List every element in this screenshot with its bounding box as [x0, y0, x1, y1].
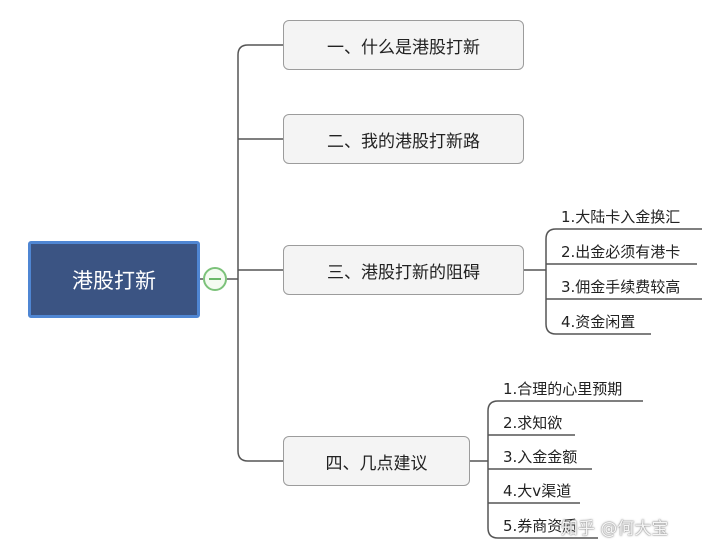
branch-topic-4[interactable]: 四、几点建议 [283, 436, 470, 486]
subtopic-4-1[interactable]: 1.合理的心里预期 [503, 380, 623, 398]
subtopic-3-2[interactable]: 2.出金必须有港卡 [561, 243, 681, 261]
branch-topic-2[interactable]: 二、我的港股打新路 [283, 114, 524, 164]
subtopic-3-3[interactable]: 3.佣金手续费较高 [561, 278, 681, 296]
subtopic-3-1[interactable]: 1.大陆卡入金换汇 [561, 208, 681, 226]
branch-topic-1[interactable]: 一、什么是港股打新 [283, 20, 524, 70]
watermark: 知乎 @何大宝 [561, 519, 669, 539]
subtopic-4-4[interactable]: 4.大v渠道 [503, 482, 572, 500]
root-topic[interactable]: 港股打新 [28, 241, 200, 318]
subtopic-4-3[interactable]: 3.入金金额 [503, 448, 578, 466]
branch-topic-3[interactable]: 三、港股打新的阻碍 [283, 245, 524, 295]
collapse-toggle-icon[interactable] [203, 267, 227, 291]
subtopic-4-2[interactable]: 2.求知欲 [503, 414, 563, 432]
subtopic-3-4[interactable]: 4.资金闲置 [561, 313, 636, 331]
subtopic-4-5[interactable]: 5.券商资质 [503, 517, 578, 535]
